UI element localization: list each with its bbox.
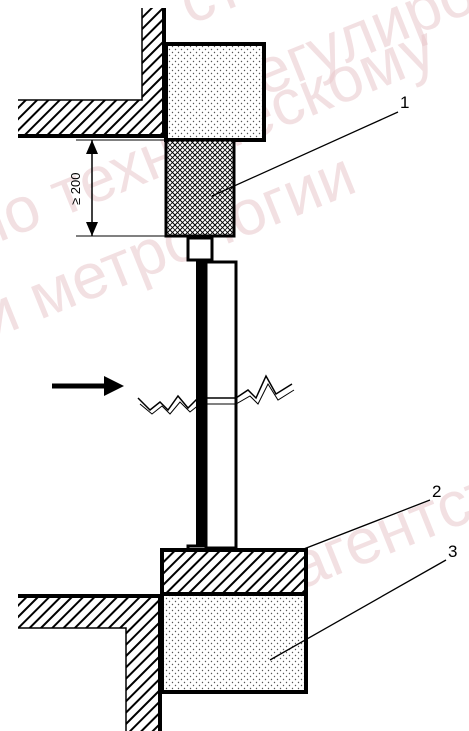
break-line xyxy=(137,374,293,412)
callout-1: 1 xyxy=(400,93,409,112)
lower-seal-2 xyxy=(160,548,308,596)
dimension-mark: ≥ 200 xyxy=(68,139,166,237)
callout-3: 3 xyxy=(448,542,457,561)
callout-2: 2 xyxy=(432,482,441,501)
leader-1 xyxy=(211,111,399,197)
fill-element-1 xyxy=(164,138,236,238)
dimension-label: ≥ 200 xyxy=(68,173,83,205)
upper-wall xyxy=(18,8,166,138)
upper-insulation-block xyxy=(164,42,266,142)
lower-wall xyxy=(18,594,162,731)
leader-3 xyxy=(269,559,447,661)
lower-insulation-block-3 xyxy=(160,592,308,694)
leader-2 xyxy=(295,499,431,553)
top-connector xyxy=(186,236,214,262)
pressure-arrow xyxy=(52,376,124,396)
